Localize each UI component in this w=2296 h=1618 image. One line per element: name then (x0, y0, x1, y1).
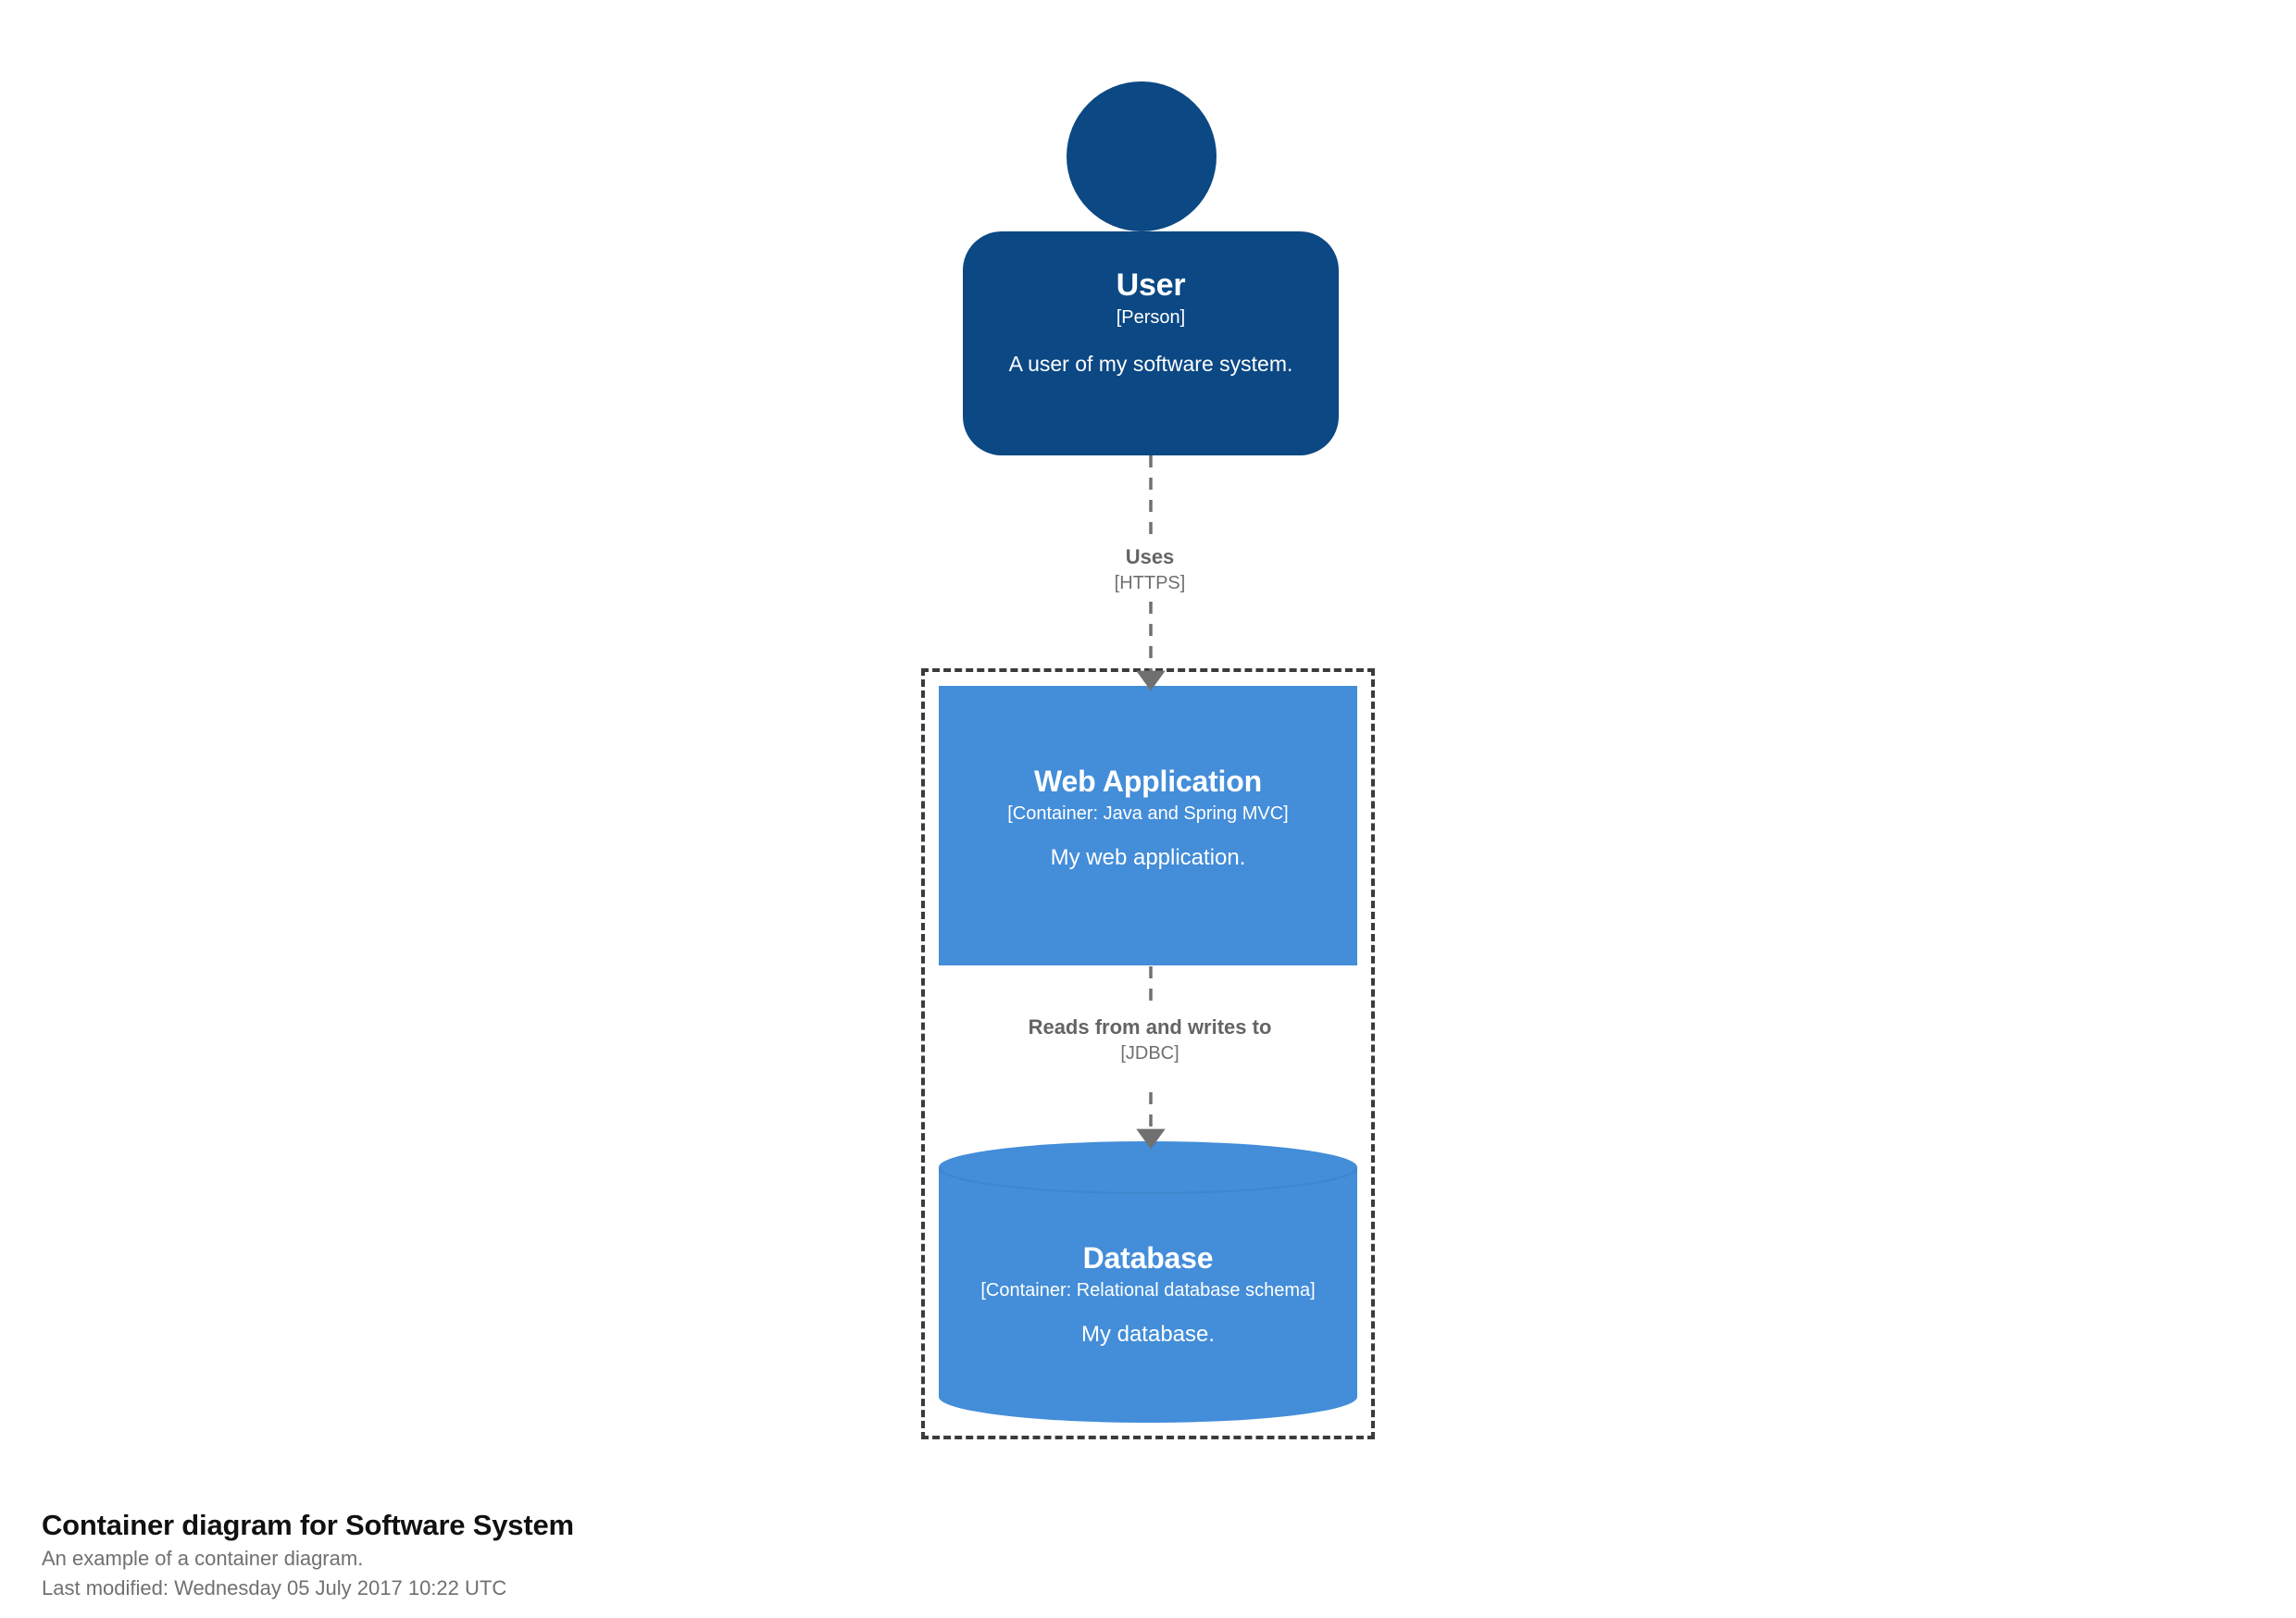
relationship-uses-tech: [HTTPS] (1114, 573, 1186, 593)
node-database[interactable] (939, 1141, 1357, 1423)
node-user[interactable] (963, 81, 1339, 455)
diagram-title: Container diagram for Software System (42, 1509, 574, 1541)
relationship-uses-description: Uses (1125, 545, 1175, 568)
diagram-footer: Container diagram for Software System An… (42, 1507, 1338, 1603)
diagram-last-modified: Last modified: Wednesday 05 July 2017 10… (42, 1576, 507, 1599)
person-body-shape (963, 231, 1339, 455)
relationship-uses-label: Uses [HTTPS] (965, 544, 1335, 595)
person-head-shape (1067, 81, 1217, 231)
software-system-boundary (921, 668, 1375, 1439)
node-web-application[interactable] (939, 686, 1357, 965)
diagram-subtitle: An example of a container diagram. (42, 1547, 364, 1570)
